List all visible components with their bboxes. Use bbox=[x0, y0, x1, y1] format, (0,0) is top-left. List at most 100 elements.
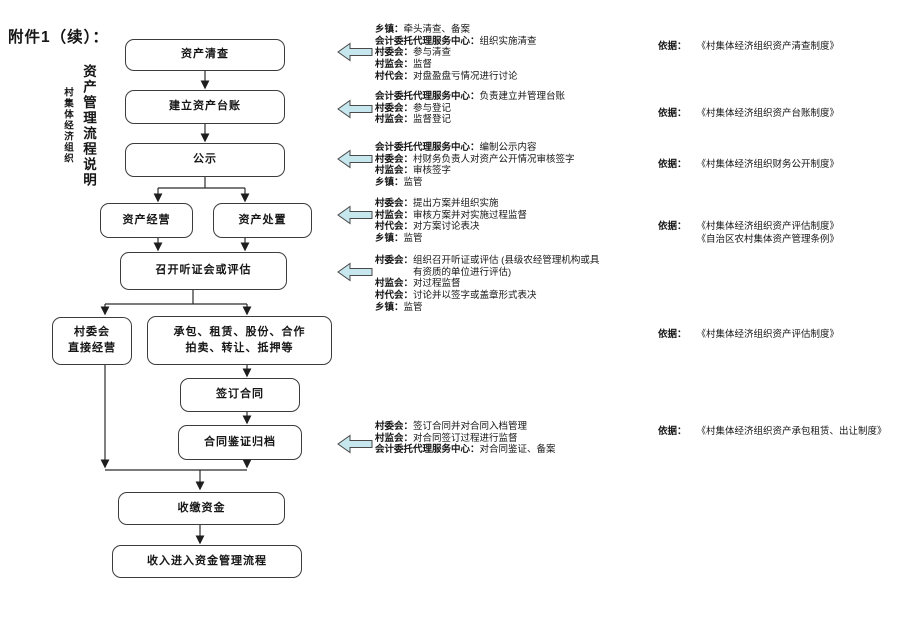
reference-label: 依据： bbox=[658, 41, 687, 52]
flow-node-contract-methods: 承包、租赁、股份、合作 拍卖、转让、抵押等 bbox=[147, 316, 332, 365]
flow-node-asset-inventory: 资产清查 bbox=[125, 39, 285, 71]
role-duty: 审核方案并对实施过程监督 bbox=[413, 209, 528, 221]
annotation-row: 村监会：监督 bbox=[375, 59, 660, 71]
annotation-row: 乡镇：监管 bbox=[375, 302, 660, 314]
role-duty: 对盘盈盘亏情况进行讨论 bbox=[413, 70, 518, 82]
role-duty: 监督 bbox=[413, 59, 433, 71]
annotation-row: 村代会：对方案讨论表决 bbox=[375, 221, 660, 233]
annotation-row: 村监会：审核方案并对实施过程监督 bbox=[375, 210, 660, 222]
annotation-row: 村委会：组织召开听证或评估 (县级农经管理机构或具 有资质的单位进行评估) bbox=[375, 255, 660, 278]
annotation-row: 村监会：审核签字 bbox=[375, 165, 660, 177]
annotation-row: 村监会：对过程监督 bbox=[375, 278, 660, 290]
left-block-arrow-icon bbox=[337, 99, 373, 119]
role-label: 乡镇： bbox=[375, 233, 404, 245]
left-block-arrow-icon bbox=[337, 42, 373, 62]
vertical-title: 资产管理流程说明 bbox=[81, 64, 96, 188]
reference-title: 《村集体经济组织财务公开制度》 bbox=[696, 159, 840, 170]
flow-node-direct-operation: 村委会 直接经营 bbox=[52, 317, 132, 365]
reference-label: 依据： bbox=[658, 426, 687, 437]
role-label: 会计委托代理服务中心： bbox=[375, 91, 480, 102]
role-duty: 对方案讨论表决 bbox=[413, 221, 480, 233]
role-label: 村监会： bbox=[375, 278, 414, 290]
role-label: 村委会： bbox=[375, 421, 414, 432]
role-duty: 牵头清查、备案 bbox=[403, 24, 471, 35]
role-duty: 负责建立并管理台账 bbox=[479, 91, 566, 102]
flow-node-asset-disposal: 资产处置 bbox=[213, 203, 312, 238]
role-label: 村代会： bbox=[375, 221, 414, 233]
annotation-row: 村委会：村财务负责人对资产公开情况审核签字 bbox=[375, 154, 660, 166]
annotation-row: 乡镇：牵头清查、备案 bbox=[375, 24, 660, 36]
reference-label: 依据： bbox=[658, 159, 687, 170]
role-duty: 村财务负责人对资产公开情况审核签字 bbox=[413, 153, 575, 165]
flow-node-public-notice: 公示 bbox=[125, 143, 285, 177]
flow-node-collect-funds: 收缴资金 bbox=[118, 492, 285, 525]
annotation-row: 会计委托代理服务中心：对合同鉴证、备案 bbox=[375, 444, 660, 456]
role-duty: 讨论并以签字或盖章形式表决 bbox=[413, 290, 537, 302]
annotation-row: 村委会：参与登记 bbox=[375, 103, 660, 115]
role-label: 会计委托代理服务中心： bbox=[375, 35, 480, 47]
role-duty: 提出方案并组织实施 bbox=[413, 198, 499, 209]
role-duty: 编制公示内容 bbox=[479, 142, 537, 153]
annotation-row: 会计委托代理服务中心：编制公示内容 bbox=[375, 142, 660, 154]
flow-node-income-to-fund-flow: 收入进入资金管理流程 bbox=[112, 545, 302, 578]
page-title: 附件1（续）： bbox=[8, 29, 109, 46]
annotation-operation-disposal: 村委会：提出方案并组织实施 村监会：审核方案并对实施过程监督 村代会：对方案讨论… bbox=[375, 198, 660, 245]
role-label: 村委会： bbox=[375, 47, 414, 59]
flow-node-sign-contract: 签订合同 bbox=[180, 378, 300, 412]
role-label: 村监会： bbox=[375, 432, 414, 444]
role-duty: 监督登记 bbox=[413, 114, 452, 126]
reference-title: 《村集体经济组织资产评估制度》 《自治区农村集体资产管理条例》 bbox=[696, 221, 840, 245]
role-label: 村委会： bbox=[375, 198, 414, 209]
role-label: 村委会： bbox=[375, 153, 414, 165]
reference-ledger-system: 依据： 《村集体经济组织资产台账制度》 bbox=[658, 108, 839, 121]
reference-label: 依据： bbox=[658, 108, 687, 119]
reference-label: 依据： bbox=[658, 329, 687, 340]
reference-label: 依据： bbox=[658, 221, 687, 232]
reference-title: 《村集体经济组织资产清查制度》 bbox=[696, 41, 840, 52]
role-label: 村代会： bbox=[375, 290, 414, 302]
annotation-public-notice: 会计委托代理服务中心：编制公示内容 村委会：村财务负责人对资产公开情况审核签字 … bbox=[375, 142, 660, 189]
reference-finance-disclosure-system: 依据： 《村集体经济组织财务公开制度》 bbox=[658, 159, 839, 172]
annotation-row: 村代会：讨论并以签字或盖章形式表决 bbox=[375, 290, 660, 302]
left-block-arrow-icon bbox=[337, 149, 373, 169]
reference-title: 《村集体经济组织资产评估制度》 bbox=[696, 329, 840, 340]
annotation-row: 乡镇：监管 bbox=[375, 177, 660, 189]
role-label: 村监会： bbox=[375, 59, 414, 71]
annotation-row: 村委会：参与清查 bbox=[375, 47, 660, 59]
role-duty: 对合同鉴证、备案 bbox=[479, 444, 556, 456]
annotation-asset-inventory: 乡镇：牵头清查、备案 会计委托代理服务中心：组织实施清查 村委会：参与清查 村监… bbox=[375, 24, 660, 83]
role-duty: 监管 bbox=[403, 301, 423, 313]
left-block-arrow-icon bbox=[337, 205, 373, 225]
role-label: 村代会： bbox=[375, 70, 414, 82]
role-duty: 参与清查 bbox=[413, 47, 452, 59]
role-duty: 对合同签订过程进行监督 bbox=[413, 432, 518, 444]
annotation-row: 村委会：提出方案并组织实施 bbox=[375, 198, 660, 210]
role-label: 会计委托代理服务中心： bbox=[375, 444, 480, 456]
vertical-subtitle: 村集体经济组织 bbox=[62, 87, 73, 164]
annotation-contract-archive: 村委会：签订合同并对合同入档管理 村监会：对合同签订过程进行监督 会计委托代理服… bbox=[375, 421, 660, 456]
role-duty: 对过程监督 bbox=[413, 278, 461, 290]
role-label: 村监会： bbox=[375, 165, 414, 177]
reference-lease-transfer-system: 依据：《村集体经济组织资产承包租赁、出让制度》 bbox=[658, 426, 887, 439]
annotation-row: 村委会：签订合同并对合同入档管理 bbox=[375, 421, 660, 433]
left-block-arrow-icon bbox=[337, 262, 373, 282]
role-label: 乡镇： bbox=[375, 301, 404, 313]
role-duty: 监管 bbox=[403, 177, 423, 189]
left-block-arrow-icon bbox=[337, 434, 373, 454]
flow-node-asset-ledger: 建立资产台账 bbox=[125, 90, 285, 124]
annotation-row: 乡镇：监管 bbox=[375, 233, 660, 245]
role-label: 村委会： bbox=[375, 102, 414, 114]
annotation-asset-ledger: 会计委托代理服务中心：负责建立并管理台账 村委会：参与登记 村监会：监督登记 bbox=[375, 91, 660, 126]
flow-node-asset-operation: 资产经营 bbox=[100, 203, 193, 238]
role-label: 村监会： bbox=[375, 114, 414, 126]
annotation-row: 会计委托代理服务中心：负责建立并管理台账 bbox=[375, 91, 660, 103]
role-duty: 组织实施清查 bbox=[479, 35, 537, 47]
reference-title: 《村集体经济组织资产台账制度》 bbox=[696, 108, 840, 119]
role-duty: 组织召开听证或评估 (县级农经管理机构或具 有资质的单位进行评估) bbox=[413, 255, 600, 278]
role-label: 村委会： bbox=[375, 255, 414, 266]
annotation-row: 村代会：对盘盈盘亏情况进行讨论 bbox=[375, 71, 660, 83]
role-duty: 参与登记 bbox=[413, 102, 452, 114]
role-label: 会计委托代理服务中心： bbox=[375, 142, 480, 153]
role-label: 乡镇： bbox=[375, 177, 404, 189]
role-label: 村监会： bbox=[375, 209, 414, 221]
